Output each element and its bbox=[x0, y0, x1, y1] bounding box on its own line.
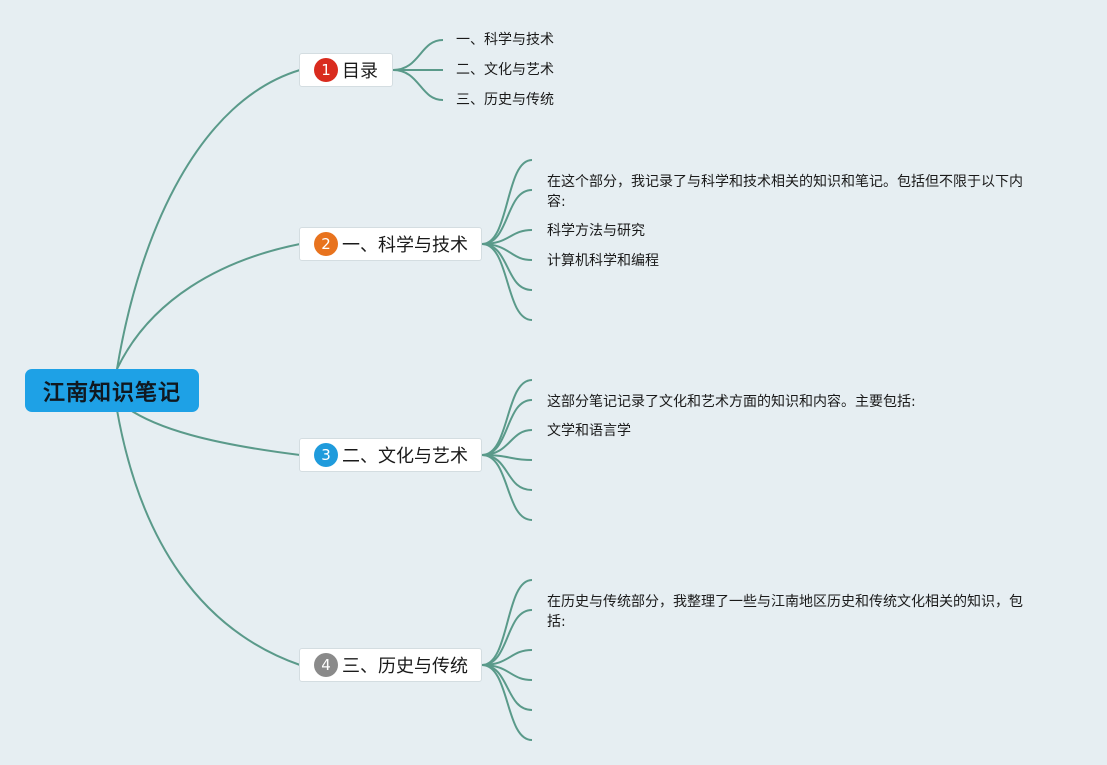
topic-node-culture[interactable]: 3 二、文化与艺术 bbox=[299, 438, 482, 472]
connector-t2-b2 bbox=[481, 189, 533, 245]
connector-t3-b2 bbox=[481, 399, 533, 456]
number-badge-icon: 4 bbox=[314, 653, 338, 677]
connector-t4-b1 bbox=[481, 579, 533, 666]
connector-t1-c1 bbox=[392, 39, 444, 71]
subtopic-item[interactable]: 一、科学与技术 bbox=[456, 32, 554, 48]
number-badge-icon: 2 bbox=[314, 232, 338, 256]
topic-label: 一、科学与技术 bbox=[342, 235, 468, 256]
connector-t2-b6 bbox=[481, 243, 533, 321]
connector-t1-c3 bbox=[392, 69, 444, 101]
root-node[interactable]: 江南知识笔记 bbox=[25, 369, 199, 412]
connector-root-topic-1 bbox=[116, 69, 301, 370]
connector-root-topic-4 bbox=[116, 409, 301, 666]
connector-t3-b3 bbox=[481, 429, 533, 456]
root-label: 江南知识笔记 bbox=[42, 380, 181, 406]
topic-label: 三、历史与传统 bbox=[342, 656, 468, 677]
subtopic-item[interactable]: 二、文化与艺术 bbox=[456, 62, 554, 78]
connector-root-topic-2 bbox=[116, 243, 301, 370]
number-badge-icon: 1 bbox=[314, 58, 338, 82]
subtopic-item[interactable]: 三、历史与传统 bbox=[456, 92, 554, 108]
subtopic-item[interactable]: 文学和语言学 bbox=[547, 423, 631, 439]
topic-node-science[interactable]: 2 一、科学与技术 bbox=[299, 227, 482, 261]
subtopic-item[interactable]: 在这个部分，我记录了与科学和技术相关的知识和笔记。包括但不限于以下内容: bbox=[547, 174, 1023, 210]
topic-node-history[interactable]: 4 三、历史与传统 bbox=[299, 648, 482, 682]
subtopic-item[interactable]: 科学方法与研究 bbox=[547, 223, 645, 239]
topic-node-toc[interactable]: 1 目录 bbox=[299, 53, 393, 87]
subtopic-item[interactable]: 在历史与传统部分，我整理了一些与江南地区历史和传统文化相关的知识，包括: bbox=[547, 594, 1023, 630]
connector-t2-b1 bbox=[481, 159, 533, 245]
topic-label: 目录 bbox=[342, 61, 378, 82]
connector-t4-b2 bbox=[481, 609, 533, 666]
connector-t4-b6 bbox=[481, 664, 533, 741]
connector-t3-b6 bbox=[481, 454, 533, 521]
number-badge-icon: 3 bbox=[314, 443, 338, 467]
subtopic-item[interactable]: 计算机科学和编程 bbox=[547, 253, 659, 269]
subtopic-item[interactable]: 这部分笔记记录了文化和艺术方面的知识和内容。主要包括: bbox=[547, 394, 916, 410]
topic-label: 二、文化与艺术 bbox=[342, 446, 468, 467]
